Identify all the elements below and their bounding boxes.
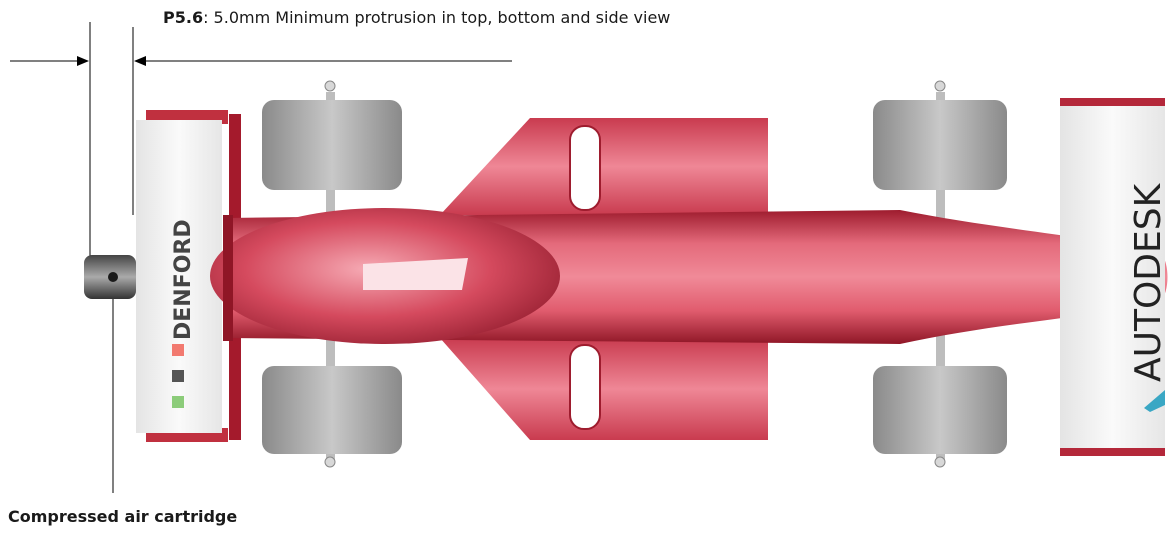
cockpit-highlight: [363, 258, 468, 290]
rule-text: : 5.0mm Minimum protrusion in top, botto…: [203, 8, 671, 27]
denford-text: DENFORD: [171, 219, 196, 340]
axle-cap: [324, 456, 336, 468]
wheel-rear-bottom: [873, 366, 1007, 454]
cartridge-nozzle: [108, 272, 118, 282]
rule-caption: P5.6: 5.0mm Minimum protrusion in top, b…: [163, 8, 670, 27]
rear-wing-bottom-strip: [1060, 446, 1165, 456]
logo-square-dark: [172, 370, 184, 382]
side-pods: [440, 118, 768, 440]
logo-square-red: [172, 344, 184, 356]
axle-cap: [934, 456, 946, 468]
rear-wing: [1060, 98, 1165, 456]
wheel-front-bottom: [262, 366, 402, 454]
sidepod-inlet-bottom: [569, 344, 601, 430]
logo-square-green: [172, 396, 184, 408]
air-cartridge: [84, 255, 136, 299]
left-arrowhead: [77, 56, 89, 66]
wheel-rear-top: [873, 100, 1007, 190]
rear-bulkhead: [223, 215, 233, 341]
autodesk-logo-mark: [1144, 390, 1165, 412]
sidepod-bottom: [440, 338, 768, 440]
wheels: [262, 100, 1007, 454]
rear-wing-top-strip: [1060, 98, 1165, 108]
autodesk-logo: AUTODESK: [1128, 182, 1168, 412]
rear-wing-panel: [1060, 106, 1165, 448]
rule-code: P5.6: [163, 8, 204, 27]
cartridge-label: Compressed air cartridge: [8, 507, 238, 526]
dimension-lines: [10, 22, 512, 493]
axle-cap: [324, 80, 336, 92]
wheel-front-top: [262, 100, 402, 190]
sidepod-top: [440, 118, 768, 215]
autodesk-text: AUTODESK: [1128, 182, 1168, 382]
sidepod-inlet-top: [569, 125, 601, 211]
denford-logo: DENFORD: [171, 219, 196, 408]
axle-cap: [934, 80, 946, 92]
right-arrowhead: [134, 56, 146, 66]
